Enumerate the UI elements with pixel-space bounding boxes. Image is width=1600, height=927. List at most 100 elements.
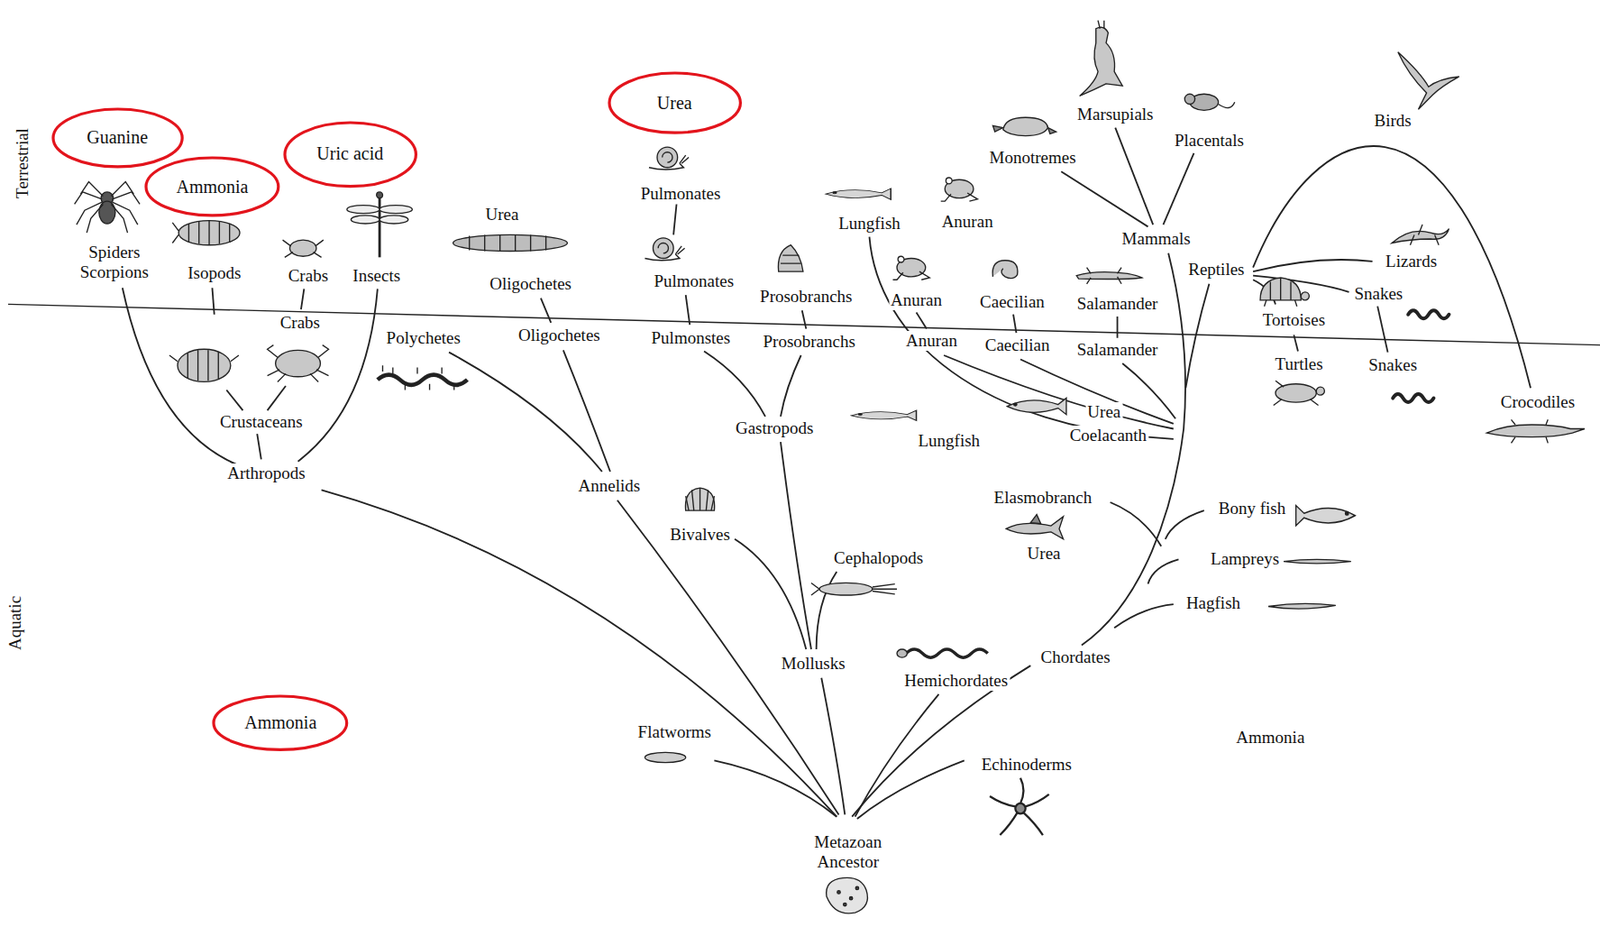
taxon-label: Salamander xyxy=(1075,293,1161,314)
taxon-label: Elasmobranch xyxy=(992,487,1095,508)
oval-outline xyxy=(213,695,348,750)
tree-branch xyxy=(122,287,238,465)
animal-figure xyxy=(1184,93,1235,110)
animal-figure xyxy=(685,487,714,511)
animal-figure xyxy=(1264,300,1298,307)
taxon-label: Anuran xyxy=(888,290,944,311)
tree-branch xyxy=(1377,306,1388,353)
taxon-label: Reptiles xyxy=(1186,259,1246,280)
taxon-label: Pulmonates xyxy=(639,183,723,204)
tree-branch xyxy=(868,237,1173,439)
taxon-label: Crabs xyxy=(286,265,330,286)
taxon-label: Insects xyxy=(350,265,403,286)
taxon-label: Bivalves xyxy=(667,524,732,545)
animal-figure xyxy=(74,20,1585,914)
taxon-label: Mollusks xyxy=(779,653,848,674)
animal-figure xyxy=(905,649,988,658)
animal-figure xyxy=(644,751,686,762)
animal-figure xyxy=(644,237,685,261)
animal-figure xyxy=(1006,397,1067,414)
taxon-label: Caecilian xyxy=(983,335,1052,356)
taxon-label: Anuran xyxy=(888,290,944,311)
taxon-label: Metazoan Ancestor xyxy=(796,832,900,872)
tree-branch xyxy=(851,665,1031,817)
taxon-label: Isopods xyxy=(185,263,243,284)
animal-figure xyxy=(941,177,979,202)
realm-label: Terrestrial xyxy=(12,126,33,201)
animal-figure xyxy=(1079,27,1124,96)
excretion-oval: Ammonia xyxy=(211,694,349,751)
animal-figure xyxy=(811,582,897,595)
taxon-label: Spiders Scorpions xyxy=(67,242,162,283)
animal-figure xyxy=(74,182,140,234)
animal-figure xyxy=(1296,505,1356,526)
animal-figure xyxy=(850,410,916,421)
animal-figure xyxy=(1409,224,1439,246)
animal-figure xyxy=(989,777,1050,835)
animal-figure xyxy=(1005,514,1063,540)
taxon-label: Anuran xyxy=(904,330,960,351)
taxon-label: Lungfish xyxy=(915,430,982,451)
animal-figure xyxy=(275,349,321,376)
excretion-name: Guanine xyxy=(86,127,148,148)
animal-figure xyxy=(267,345,330,383)
tree-branch xyxy=(685,294,691,325)
animal-figure xyxy=(893,256,931,280)
tree-branch xyxy=(211,287,214,314)
taxon-label: Crocodiles xyxy=(1499,392,1577,412)
animal-figure xyxy=(453,234,568,251)
excretion-name: Uric acid xyxy=(316,143,384,165)
animal-figure xyxy=(992,117,1056,136)
oval-outline xyxy=(53,109,183,167)
animal-figure xyxy=(1048,128,1057,135)
animal-figure xyxy=(1273,380,1326,405)
animal-figure xyxy=(1392,393,1434,403)
animal-figure xyxy=(1076,272,1142,280)
taxon-label: Spiders Scorpions xyxy=(67,242,162,283)
animal-figure xyxy=(1316,386,1325,395)
animal-figure xyxy=(1030,514,1041,524)
animal-figure xyxy=(379,205,412,214)
animal-figure xyxy=(377,374,468,385)
animal-figure xyxy=(1268,603,1336,609)
taxon-label: Caecilian xyxy=(978,292,1047,312)
animal-figure xyxy=(685,487,714,511)
taxon-label: Salamander xyxy=(1075,339,1161,360)
animal-figure xyxy=(1300,292,1309,301)
animal-figure xyxy=(1079,20,1124,97)
animal-figure xyxy=(283,239,324,257)
tree-branch xyxy=(1110,502,1162,547)
taxon-label: Tortoises xyxy=(1261,310,1327,330)
excretion-label: Urea xyxy=(483,204,521,225)
taxon-label: Gastropods xyxy=(733,418,816,439)
animal-figure xyxy=(992,125,1003,132)
animal-figure xyxy=(177,348,231,382)
taxon-label: Birds xyxy=(1372,110,1414,131)
animal-figure xyxy=(376,192,384,199)
tree-branch xyxy=(734,539,806,650)
tree-branch xyxy=(673,203,677,235)
animal-figure xyxy=(1076,267,1142,284)
tree-branch xyxy=(1165,510,1205,540)
animal-figure xyxy=(1268,603,1336,609)
taxon-label: Echinoderms xyxy=(979,754,1074,775)
excretion-oval: Uric acid xyxy=(283,120,418,189)
taxon-label: Marsupials xyxy=(1075,104,1155,125)
taxon-label: Hemichordates xyxy=(902,670,1010,691)
taxon-label: Anuran xyxy=(904,330,960,351)
excretion-label: Urea xyxy=(483,204,521,225)
animal-figure xyxy=(992,260,1018,279)
tree-branch xyxy=(1162,153,1194,225)
taxon-label: Turtles xyxy=(1272,354,1325,375)
animal-figure xyxy=(379,215,409,224)
taxon-label: Birds xyxy=(1372,110,1414,131)
animal-figure xyxy=(1273,380,1319,405)
animal-figure xyxy=(1511,419,1549,443)
taxon-label: Hagfish xyxy=(1184,593,1243,613)
taxon-label: Tortoises xyxy=(1261,310,1327,330)
tree-branch xyxy=(226,389,243,411)
taxon-label: Coelacanth xyxy=(1068,425,1149,446)
excretion-label: Urea xyxy=(1025,543,1063,564)
animal-figure xyxy=(685,487,715,511)
animal-figure xyxy=(777,245,803,272)
